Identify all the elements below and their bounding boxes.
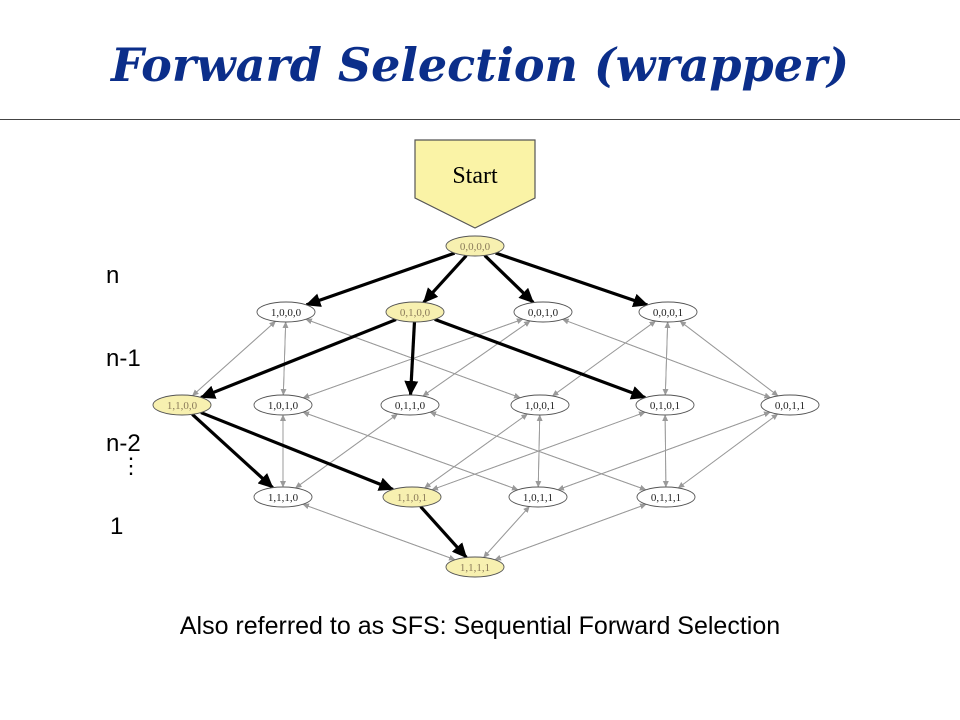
node-1001 <box>510 394 570 416</box>
path-edge-0000-0100 <box>422 254 468 304</box>
node-label-0101: 0,1,0,1 <box>650 400 680 412</box>
node-0010 <box>513 301 573 323</box>
edge-1011-0011 <box>557 411 771 491</box>
node-label-1110: 1,1,1,0 <box>268 492 299 504</box>
edge-1001-0001 <box>552 320 656 397</box>
node-1110 <box>253 486 313 508</box>
node-label-1001: 1,0,0,1 <box>525 400 555 412</box>
node-1100 <box>152 394 212 416</box>
node-0001 <box>638 301 698 323</box>
node-0111 <box>636 486 696 508</box>
edge-0101-0001 <box>664 321 671 396</box>
path-edge-1101-1111 <box>419 505 468 559</box>
edge-1111-1011 <box>483 506 530 558</box>
path-edge-0100-1100 <box>200 318 397 399</box>
node-0101 <box>635 394 695 416</box>
node-label-0000: 0,0,0,0 <box>460 241 491 253</box>
selection-path-edges <box>191 251 649 559</box>
footnote: Also referred to as SFS: Sequential Forw… <box>179 612 781 640</box>
level-label-n: n <box>106 262 120 289</box>
node-1101 <box>382 486 442 508</box>
path-edge-0100-0110 <box>404 321 419 397</box>
path-edge-0000-0001 <box>495 251 649 308</box>
start-pentagon <box>414 139 536 229</box>
path-edge-0000-1000 <box>305 251 456 307</box>
node-label-1111: 1,1,1,1 <box>460 562 490 574</box>
node-0100 <box>385 301 445 323</box>
node-0110 <box>380 394 440 416</box>
node-label-0100: 0,1,0,0 <box>400 307 431 319</box>
path-edge-1100-1110 <box>191 413 274 489</box>
node-label-0111: 0,1,1,1 <box>651 492 681 504</box>
node-label-0001: 0,0,0,1 <box>653 307 683 319</box>
edge-1110-0110 <box>295 413 398 489</box>
level-label-one: 1 <box>110 513 124 540</box>
edge-0111-0011 <box>677 413 779 489</box>
start-label: Start <box>452 163 498 189</box>
edge-0011-0001 <box>679 320 779 397</box>
node-1000 <box>256 301 316 323</box>
node-label-0011: 0,0,1,1 <box>775 400 805 412</box>
edge-1100-1000 <box>192 320 276 397</box>
node-1010 <box>253 394 313 416</box>
node-label-0110: 0,1,1,0 <box>395 400 426 412</box>
slide-title: Forward Selection (wrapper) <box>111 38 849 92</box>
node-label-0010: 0,0,1,0 <box>528 307 559 319</box>
lattice-edges <box>192 318 779 561</box>
path-edge-1100-1101 <box>200 411 394 491</box>
edge-1011-1010 <box>302 411 519 491</box>
edge-1111-0111 <box>494 503 647 561</box>
path-edge-0100-0101 <box>434 317 647 400</box>
lattice-nodes: 0,0,0,0 1,0,0,0 0,1,0,0 0,0,1,0 0,0,0,1 1,1,0… <box>152 235 820 578</box>
node-label-1010: 1,0,1,0 <box>268 400 299 412</box>
node-0000 <box>445 235 505 257</box>
level-label-n-minus-2: n-2 <box>106 430 141 457</box>
vertical-ellipsis: ⋮ <box>120 453 142 478</box>
path-edge-0000-0010 <box>483 254 535 304</box>
edge-0111-0101 <box>662 414 669 488</box>
node-label-1011: 1,0,1,1 <box>523 492 553 504</box>
title-divider <box>0 119 960 120</box>
edge-1010-1000 <box>282 321 289 396</box>
edge-1101-1001 <box>424 413 528 489</box>
edge-0110-0010 <box>422 320 531 397</box>
node-1111 <box>445 556 505 578</box>
level-label-n-minus-1: n-1 <box>106 345 141 372</box>
edge-1111-1110 <box>302 503 456 561</box>
node-0011 <box>760 394 820 416</box>
node-1011 <box>508 486 568 508</box>
node-label-1101: 1,1,0,1 <box>397 492 427 504</box>
edge-1101-0101 <box>431 411 646 491</box>
node-label-1100: 1,1,0,0 <box>167 400 198 412</box>
node-label-1000: 1,0,0,0 <box>271 307 302 319</box>
